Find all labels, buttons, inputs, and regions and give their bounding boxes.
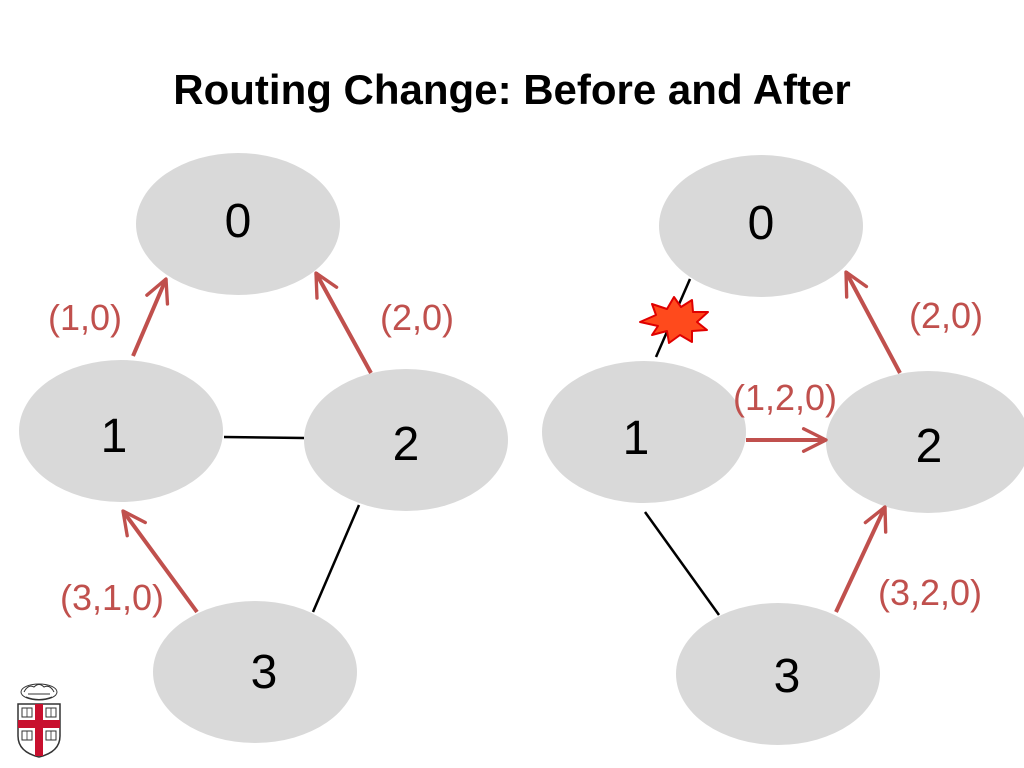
node-3-after: 3 [676, 603, 880, 745]
node-2-before: 2 [304, 369, 508, 511]
path-label-1-after: (1,2,0) [733, 377, 837, 418]
route-arrow-1-to-0-before [131, 277, 170, 357]
path-label-2-before: (2,0) [380, 297, 454, 338]
node-3-label: 3 [774, 650, 801, 703]
route-arrow-2-to-0-before [314, 271, 373, 374]
node-3-before: 3 [153, 601, 357, 743]
node-3-label: 3 [251, 646, 278, 699]
node-1-label: 1 [623, 412, 650, 465]
after-diagram: 0 1 2 3 (1,2,0) (2,0) (3,2,0) [542, 155, 1024, 745]
path-label-2-after: (2,0) [909, 295, 983, 336]
route-arrow-2-to-0-after [844, 270, 902, 374]
route-arrow-3-to-2-after [834, 505, 888, 613]
slide-title: Routing Change: Before and After [173, 66, 851, 113]
node-0-label: 0 [225, 195, 252, 248]
before-diagram: 0 1 2 3 (1,0) (2,0) (3,1,0) [19, 153, 508, 743]
path-label-3-after: (3,2,0) [878, 572, 982, 613]
node-1-after: 1 [542, 361, 746, 503]
university-crest-icon [17, 683, 61, 758]
path-label-1-before: (1,0) [48, 297, 122, 338]
node-1-before: 1 [19, 360, 223, 502]
node-2-after: 2 [826, 371, 1024, 513]
route-arrow-3-to-1-before [121, 509, 199, 614]
node-0-before: 0 [136, 153, 340, 295]
node-1-label: 1 [101, 410, 128, 463]
node-0-after: 0 [659, 155, 863, 297]
node-0-label: 0 [748, 197, 775, 250]
link-1-2-before [223, 435, 305, 440]
link-2-3-before [311, 504, 361, 613]
link-1-3-after [643, 511, 721, 616]
node-2-label: 2 [916, 420, 943, 473]
node-2-label: 2 [393, 418, 420, 471]
path-label-3-before: (3,1,0) [60, 577, 164, 618]
link-failure-burst-icon [639, 296, 709, 344]
